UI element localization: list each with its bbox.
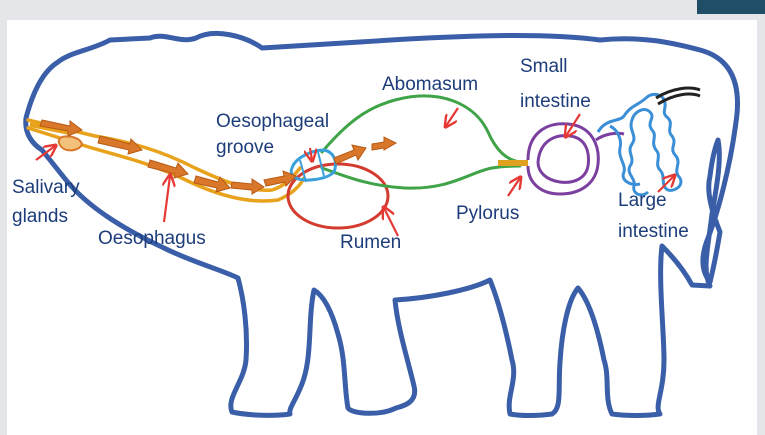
label-small-intestine-line1: Small [520,56,568,77]
label-salivary-glands-line1: Salivary [12,177,80,198]
label-oesophageal-groove-line2: groove [216,137,274,158]
label-oesophageal-groove-line1: Oesophageal [216,111,329,132]
label-abomasum: Abomasum [382,74,478,95]
label-large-intestine-line1: Large [618,190,667,211]
label-salivary-glands-line2: glands [12,206,68,227]
label-pylorus: Pylorus [456,203,519,224]
label-small-intestine-line2: intestine [520,91,591,112]
label-large-intestine-line2: intestine [618,221,689,242]
label-oesophagus: Oesophagus [98,228,206,249]
corner-tab [697,0,765,14]
label-rumen: Rumen [340,232,401,253]
salivary-gland [59,136,82,150]
